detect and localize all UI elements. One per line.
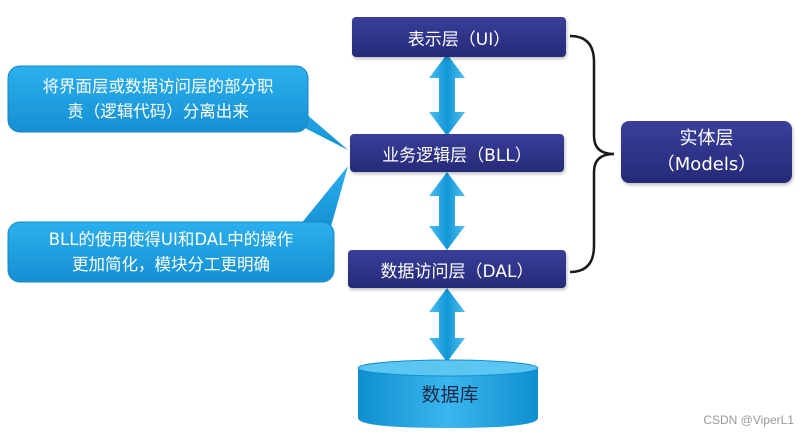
layer-dal-box: 数据访问层（DAL） bbox=[348, 250, 566, 288]
callout-bottom bbox=[7, 221, 335, 283]
arrow-dal-db bbox=[429, 288, 465, 362]
callout-top-line1: 将界面层或数据访问层的部分职 bbox=[42, 77, 274, 96]
layer-dal-label: 数据访问层（DAL） bbox=[380, 261, 534, 282]
arrow-bll-dal bbox=[429, 172, 465, 250]
entity-layer-line1: 实体层 bbox=[679, 128, 734, 149]
entity-layer-line2: （Models） bbox=[656, 154, 757, 175]
callout-bottom-line2: 更加简化，模块分工更明确 bbox=[72, 255, 270, 274]
callout-top-text: 将界面层或数据访问层的部分职 责（逻辑代码）分离出来 bbox=[12, 74, 304, 124]
layer-bll-label: 业务逻辑层（BLL） bbox=[382, 145, 532, 166]
callout-top bbox=[7, 65, 309, 133]
callout-bottom-text: BLL的使用使得UI和DAL中的操作 更加简化，模块分工更明确 bbox=[12, 227, 330, 277]
database-label: 数据库 bbox=[421, 384, 479, 406]
layer-bll-box: 业务逻辑层（BLL） bbox=[350, 134, 564, 172]
callout-top-line2: 责（逻辑代码）分离出来 bbox=[67, 102, 249, 121]
callout-bottom-tail bbox=[300, 166, 348, 230]
layer-ui-label: 表示层（UI） bbox=[407, 29, 511, 50]
database-cylinder bbox=[357, 359, 539, 428]
entity-layer-box: 实体层 （Models） bbox=[621, 121, 792, 183]
layer-ui-box: 表示层（UI） bbox=[352, 17, 566, 57]
callout-bottom-line1: BLL的使用使得UI和DAL中的操作 bbox=[48, 230, 294, 249]
arrow-ui-bll bbox=[429, 54, 465, 136]
watermark: CSDN @ViperL1 bbox=[703, 413, 794, 427]
curly-brace bbox=[569, 34, 615, 274]
